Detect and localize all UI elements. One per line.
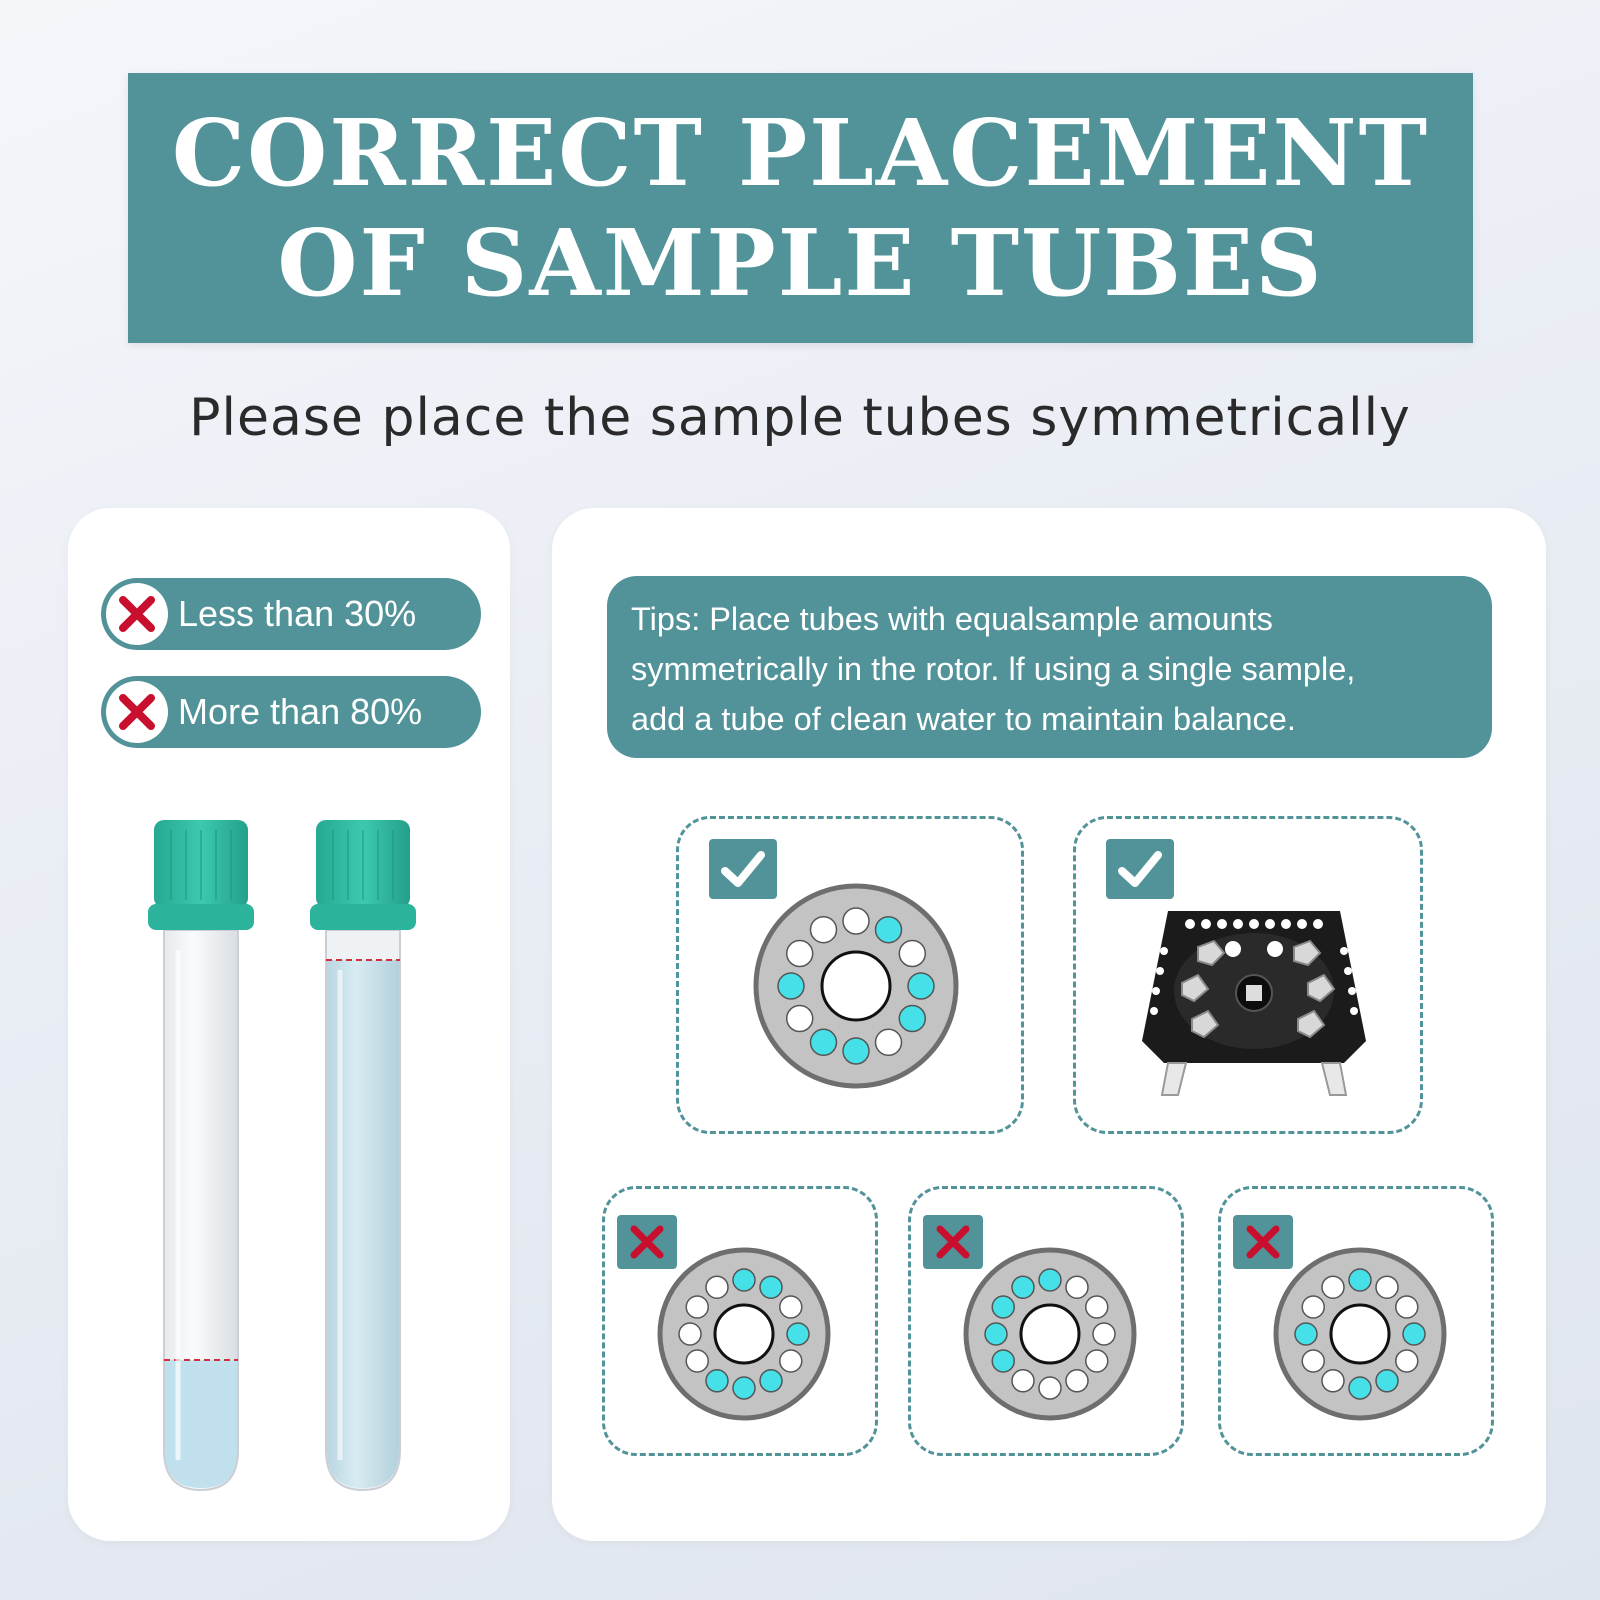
tips-line-1: Tips: Place tubes with equalsample amoun…	[631, 601, 1273, 637]
rotor-center-hole	[820, 950, 892, 1022]
rotor-slot-empty	[842, 907, 870, 935]
rotor-slot-filled	[1402, 1322, 1426, 1346]
rotor-slot-empty	[685, 1349, 709, 1373]
rotor-photo-illustration	[1142, 911, 1366, 1096]
x-icon	[106, 583, 168, 645]
rotor-slot-filled	[1011, 1275, 1035, 1299]
rotor-slot-filled	[842, 1037, 870, 1065]
rotor-slot-filled	[705, 1369, 729, 1393]
rotor-slot-empty	[678, 1322, 702, 1346]
rotor-slot-filled	[786, 1322, 810, 1346]
warning-label: More than 80%	[178, 691, 423, 732]
rotor-center-hole	[713, 1303, 775, 1365]
rotor-slot-empty	[779, 1349, 803, 1373]
rotor-slot-empty	[685, 1295, 709, 1319]
rotor-slot-filled	[1375, 1369, 1399, 1393]
rotor-slot-empty	[1038, 1376, 1062, 1400]
x-mark-icon	[617, 1215, 677, 1269]
rotor-diagram	[657, 1247, 831, 1421]
title-line-2: OF SAMPLE TUBES	[277, 209, 1324, 317]
rotor-center-hole	[1019, 1303, 1081, 1365]
check-icon	[1106, 839, 1174, 899]
rotor-center-hole	[1329, 1303, 1391, 1365]
incorrect-example-1	[602, 1186, 878, 1456]
rotor-slot-filled	[1294, 1322, 1318, 1346]
rotor-slot-empty	[1395, 1349, 1419, 1373]
rotor-slot-filled	[1348, 1376, 1372, 1400]
rotor-slot-empty	[1321, 1369, 1345, 1393]
rotor-slot-empty	[874, 1028, 903, 1057]
rotor-slot-filled	[984, 1322, 1008, 1346]
subtitle: Please place the sample tubes symmetrica…	[189, 388, 1411, 448]
rotor-slot-filled	[898, 1004, 927, 1033]
rotor-slot-filled	[1038, 1268, 1062, 1292]
rotor-slot-empty	[779, 1295, 803, 1319]
tips-line-2: symmetrically in the rotor. lf using a s…	[631, 651, 1356, 687]
rotor-slot-filled	[1348, 1268, 1372, 1292]
check-icon	[709, 839, 777, 899]
rotor-slot-empty	[1301, 1295, 1325, 1319]
warning-pill-less-than-30: Less than 30%	[101, 578, 481, 650]
rotor-slot-empty	[1092, 1322, 1116, 1346]
sample-tube-high-fill	[310, 820, 416, 1492]
tube-fill-panel: Less than 30% More than 80%	[68, 508, 510, 1541]
rotor-slot-empty	[1065, 1275, 1089, 1299]
rotor-slot-filled	[732, 1268, 756, 1292]
rotor-slot-filled	[991, 1349, 1015, 1373]
rotor-slot-filled	[777, 972, 805, 1000]
correct-example-rotor-diagram	[676, 816, 1024, 1134]
rotor-slot-empty	[809, 915, 838, 944]
rotor-slot-empty	[1301, 1349, 1325, 1373]
rotor-slot-empty	[1085, 1295, 1109, 1319]
x-icon	[106, 681, 168, 743]
x-mark-icon	[923, 1215, 983, 1269]
incorrect-example-2	[908, 1186, 1184, 1456]
rotor-slot-empty	[1065, 1369, 1089, 1393]
incorrect-example-3	[1218, 1186, 1494, 1456]
rotor-slot-filled	[809, 1028, 838, 1057]
correct-example-rotor-photo	[1073, 816, 1423, 1134]
title-banner: CORRECT PLACEMENT OF SAMPLE TUBES	[128, 73, 1473, 343]
rotor-diagram	[1273, 1247, 1447, 1421]
rotor-slot-filled	[874, 915, 903, 944]
rotor-slot-empty	[1395, 1295, 1419, 1319]
rotor-slot-filled	[732, 1376, 756, 1400]
rotor-slot-empty	[1321, 1275, 1345, 1299]
warning-pill-more-than-80: More than 80%	[101, 676, 481, 748]
rotor-slot-filled	[759, 1275, 783, 1299]
rotor-slot-empty	[705, 1275, 729, 1299]
warning-label: Less than 30%	[178, 593, 417, 634]
rotor-slot-filled	[759, 1369, 783, 1393]
tips-box: Tips: Place tubes with equalsample amoun…	[607, 576, 1492, 758]
rotor-diagram	[753, 883, 959, 1089]
rotor-slot-empty	[785, 939, 814, 968]
rotor-slot-filled	[907, 972, 935, 1000]
tips-line-3: add a tube of clean water to maintain ba…	[631, 701, 1296, 737]
rotor-slot-empty	[898, 939, 927, 968]
rotor-slot-empty	[1375, 1275, 1399, 1299]
rotor-slot-empty	[785, 1004, 814, 1033]
rotor-diagram	[963, 1247, 1137, 1421]
x-mark-icon	[1233, 1215, 1293, 1269]
rotor-slot-filled	[991, 1295, 1015, 1319]
rotor-slot-empty	[1085, 1349, 1109, 1373]
title-line-1: CORRECT PLACEMENT	[171, 99, 1430, 207]
sample-tube-low-fill	[148, 820, 254, 1492]
rotor-placement-panel: Tips: Place tubes with equalsample amoun…	[552, 508, 1546, 1541]
rotor-slot-empty	[1011, 1369, 1035, 1393]
